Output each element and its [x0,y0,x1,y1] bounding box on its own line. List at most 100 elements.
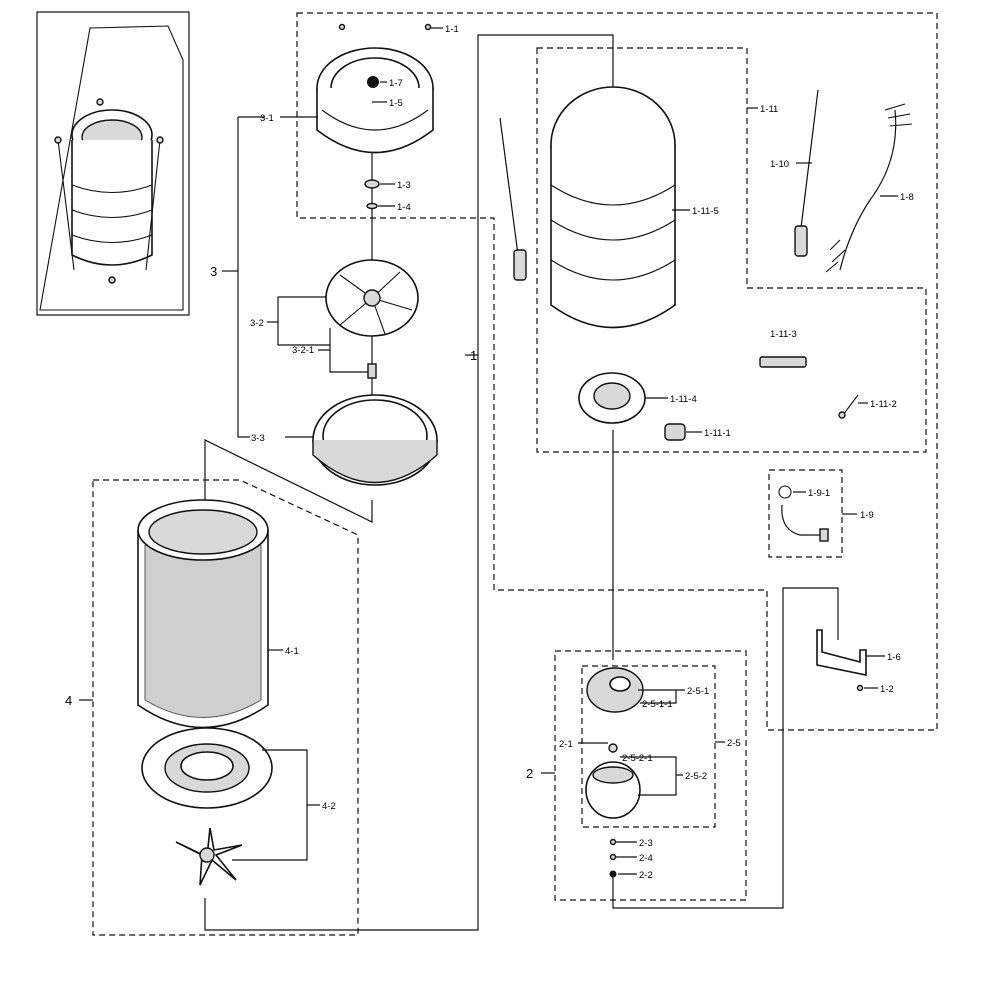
label-3: 3 [210,264,217,279]
leader-lines [79,27,898,875]
rod-left-shaft [499,117,521,271]
pulsator-hub [363,289,381,307]
basket-perforation [144,545,262,718]
bracket-3-2-1 [318,328,372,373]
part-1-11-2-clip [842,394,859,416]
label-2: 2 [526,766,533,781]
connector-3-to-4 [204,439,373,523]
group-1-11-boundary [536,47,927,453]
label-4-1: 4-1 [285,646,299,657]
rod-right-shaft [800,89,819,229]
label-1-1: 1-1 [445,24,459,35]
inset-tub-ribs [71,184,153,244]
label-2-1: 2-1 [559,739,573,750]
group-4-boundary [92,479,359,936]
label-2-5: 2-5 [727,738,741,749]
bracket-3-2 [277,296,330,346]
label-1-9: 1-9 [860,510,874,521]
label-1-11-3: 1-11-3 [770,329,797,340]
inset-frame [36,11,190,316]
label-2-5-1: 2-5-1 [687,686,709,697]
label-1-10: 1-10 [770,159,789,170]
label-1: 1 [470,348,477,363]
motor-base-hub [593,382,631,410]
part-2-5-1-rotor [586,667,644,713]
harness-top-connectors [884,103,913,127]
balancer-rib [321,109,429,131]
label-1-11-4: 1-11-4 [670,394,697,405]
part-1-10-rod [794,89,819,257]
group-2-boundary [554,650,747,901]
part-labels: 1-1 1-7 1-5 3-1 1-3 1-4 3 3-2 3-2-1 3-3 … [65,24,914,881]
part-4-1-basket [137,499,269,729]
inset-rod-cap-back [96,98,104,106]
part-1-11-1-bushing [664,423,686,441]
inset-tub-body [71,140,153,266]
inset-rod-cap-right [156,136,164,144]
part-1-9-fitting [819,528,829,542]
part-1-11-2-head [838,411,846,419]
connector-1-to-1-11 [478,34,614,90]
rotor-center [609,676,631,692]
group-1-9-boundary [768,469,843,558]
label-2-4: 2-4 [639,853,653,864]
part-3-1-balancer [316,23,434,154]
harness-bottom-connectors [825,239,846,273]
label-2-5-2-1: 2-5-2-1 [622,753,653,764]
stator-top [592,766,634,784]
rod-left-damper [513,249,527,281]
screw-1-1-a [338,23,346,31]
inset-rod-cap-left [54,136,62,144]
balancer-side [316,88,434,154]
part-1-11-5-outer-tub [550,86,676,329]
part-1-8-harness [839,109,897,271]
label-1-11-2: 1-11-2 [870,399,897,410]
label-2-5-1-1: 2-5-1-1 [642,699,673,710]
label-1-4: 1-4 [397,202,411,213]
label-1-6: 1-6 [887,652,901,663]
label-1-9-1: 1-9-1 [808,488,830,499]
part-1-6-bracket [816,629,867,676]
part-1-2-screw [856,684,864,692]
rod-right-damper [794,225,808,257]
part-1-9-1-clamp [778,485,792,499]
label-3-3: 3-3 [251,433,265,444]
label-1-11-5: 1-11-5 [692,206,719,217]
inset-rod-left [57,139,75,271]
part-3-2-1-screw [367,363,377,379]
group-2-5-boundary [581,665,716,828]
part-2-2-nut [609,870,617,878]
label-4: 4 [65,693,72,708]
part-1-9-hose [781,504,822,536]
suspension-rod-left [499,117,527,281]
part-1-3-nut [364,179,380,189]
part-2-1-bolt [608,743,618,753]
screw-1-1-b [424,23,432,31]
label-1-5: 1-5 [389,98,403,109]
connector-2-to-1-6 [612,587,839,909]
part-2-4-washer [609,853,617,861]
bracket-3 [237,116,265,438]
part-1-11-4-motor-base [578,372,646,424]
pulsator-vanes [339,271,413,335]
tub-ribs [550,184,676,281]
flange-center [180,751,234,781]
connector-1-to-4 [204,35,479,931]
part-1-11-3-hose [759,356,807,368]
part-3-2-pulsator [325,259,419,379]
part-2-5-2-stator [585,761,641,819]
label-3-2: 3-2 [250,318,264,329]
ring-side [312,440,438,484]
group-1-boundary [296,12,938,731]
flange-star-hub [199,847,215,863]
inset-cabinet-outline [39,25,184,311]
label-1-7: 1-7 [389,78,403,89]
label-1-11-1: 1-11-1 [704,428,731,439]
part-1-4-washer [366,202,378,210]
label-1-3: 1-3 [397,180,411,191]
label-3-2-1: 3-2-1 [292,345,314,356]
label-2-3: 2-3 [639,838,653,849]
tub-body [550,145,676,329]
label-3-1: 3-1 [260,113,274,124]
